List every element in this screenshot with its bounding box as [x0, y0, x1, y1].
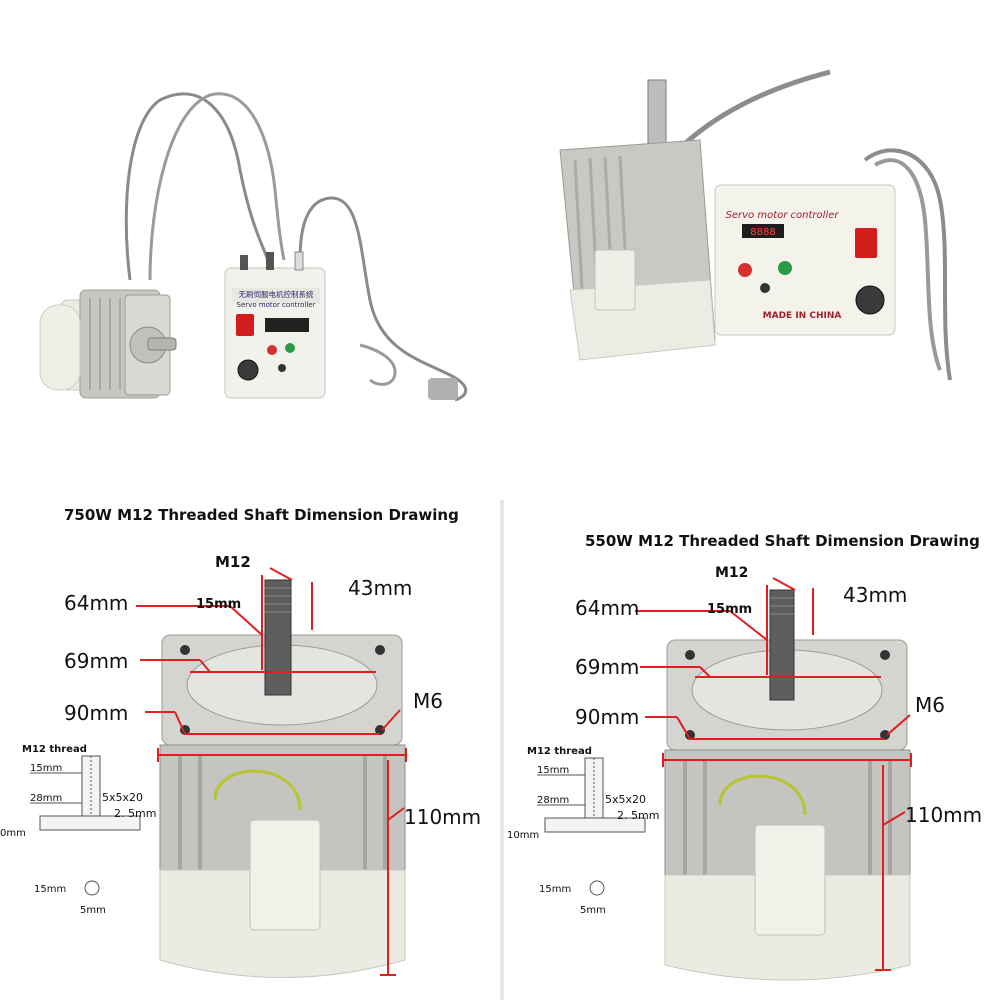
- label-90mm: 90mm: [64, 701, 128, 725]
- threaded-shaft: [769, 589, 795, 701]
- product-photo-right: Servo motor controller 8888 MADE IN CHIN…: [500, 0, 1000, 480]
- label-m6: M6: [915, 693, 945, 717]
- product-photo-left: 无刷伺服电机控制系统 Servo motor controller: [0, 0, 500, 480]
- label-key: 5x5x20: [605, 793, 646, 806]
- speed-knob: [855, 285, 885, 315]
- power-switch: [236, 314, 254, 336]
- label-90mm: 90mm: [575, 705, 639, 729]
- label-64mm: 64mm: [575, 596, 639, 620]
- label-43mm: 43mm: [843, 583, 907, 607]
- power-switch: [855, 228, 877, 258]
- red-button: [267, 345, 277, 355]
- label-69mm: 69mm: [575, 655, 639, 679]
- green-button: [778, 261, 792, 275]
- drawing-title: 750W M12 Threaded Shaft Dimension Drawin…: [64, 506, 459, 524]
- digital-display: [265, 318, 309, 332]
- label-64mm: 64mm: [64, 591, 128, 615]
- controller-label: Servo motor controller: [726, 210, 840, 221]
- label-43mm: 43mm: [348, 576, 412, 600]
- dimension-drawing-550w: 550W M12 Threaded Shaft Dimension Drawin…: [505, 490, 1000, 1000]
- label-m6: M6: [413, 689, 443, 713]
- digital-display: [742, 224, 784, 238]
- power-cable: [298, 196, 468, 402]
- label-110mm: 110mm: [404, 805, 481, 829]
- label-key: 5x5x20: [102, 791, 143, 804]
- shaft-cross-section-icon: [84, 880, 100, 896]
- motor-closeup-illustration: Servo motor controller 8888 MADE IN CHIN…: [559, 69, 952, 381]
- cable-2: [148, 92, 286, 281]
- cable-1: [124, 92, 270, 281]
- label-15mm: 15mm: [707, 602, 752, 617]
- label-thread-15mm: 15mm: [537, 765, 569, 776]
- label-28mm: 28mm: [537, 795, 569, 806]
- green-button: [285, 343, 295, 353]
- label-m12: M12: [715, 565, 748, 581]
- small-button: [760, 283, 770, 293]
- controller-box: [714, 184, 896, 336]
- drawing-title: 550W M12 Threaded Shaft Dimension Drawin…: [585, 532, 980, 550]
- label-2-5mm: 2. 5mm: [114, 807, 156, 820]
- motor-shaft: [647, 79, 667, 146]
- threaded-shaft: [264, 579, 292, 696]
- motor-controller-illustration: 无刷伺服电机控制系统 Servo motor controller: [39, 92, 468, 402]
- made-in-label: MADE IN CHINA: [763, 311, 842, 321]
- label-thread-15mm: 15mm: [30, 763, 62, 774]
- label-thread: M12 thread: [22, 744, 87, 755]
- label-110mm: 110mm: [905, 803, 982, 827]
- label-2-5mm: 2. 5mm: [617, 809, 659, 822]
- label-10mm: 10mm: [507, 830, 539, 841]
- terminal-block: [594, 249, 636, 311]
- label-m12: M12: [215, 553, 251, 571]
- label-69mm: 69mm: [64, 649, 128, 673]
- label-5mm: 5mm: [80, 905, 106, 916]
- motor-shaft: [147, 337, 177, 351]
- dimension-drawing-750w: 750W M12 Threaded Shaft Dimension Drawin…: [0, 490, 500, 1000]
- terminal-block: [754, 824, 826, 936]
- red-button: [738, 263, 752, 277]
- controller-label-cn: 无刷伺服电机控制系统: [239, 289, 314, 299]
- dimension-figure: M12 15mm 43mm 64mm 69mm 90mm M6 110mm M1…: [0, 553, 481, 978]
- label-10mm: 0mm: [0, 828, 26, 839]
- speed-knob: [237, 359, 259, 381]
- label-thread: M12 thread: [527, 746, 592, 757]
- label-5mm: 5mm: [580, 905, 606, 916]
- label-shaft-15mm: 15mm: [34, 884, 66, 895]
- label-28mm: 28mm: [30, 793, 62, 804]
- terminal-block: [249, 819, 321, 931]
- display-value: 8888: [750, 227, 775, 238]
- dimension-figure: M12 15mm 43mm 64mm 69mm 90mm M6 110mm M1…: [507, 565, 982, 981]
- controller-label-en: Servo motor controller: [237, 301, 316, 309]
- label-shaft-15mm: 15mm: [539, 884, 571, 895]
- panel-divider: [500, 500, 504, 1000]
- small-button: [278, 364, 286, 372]
- label-15mm: 15mm: [196, 597, 241, 612]
- shaft-cross-section-icon: [589, 880, 605, 896]
- power-plug: [428, 378, 458, 400]
